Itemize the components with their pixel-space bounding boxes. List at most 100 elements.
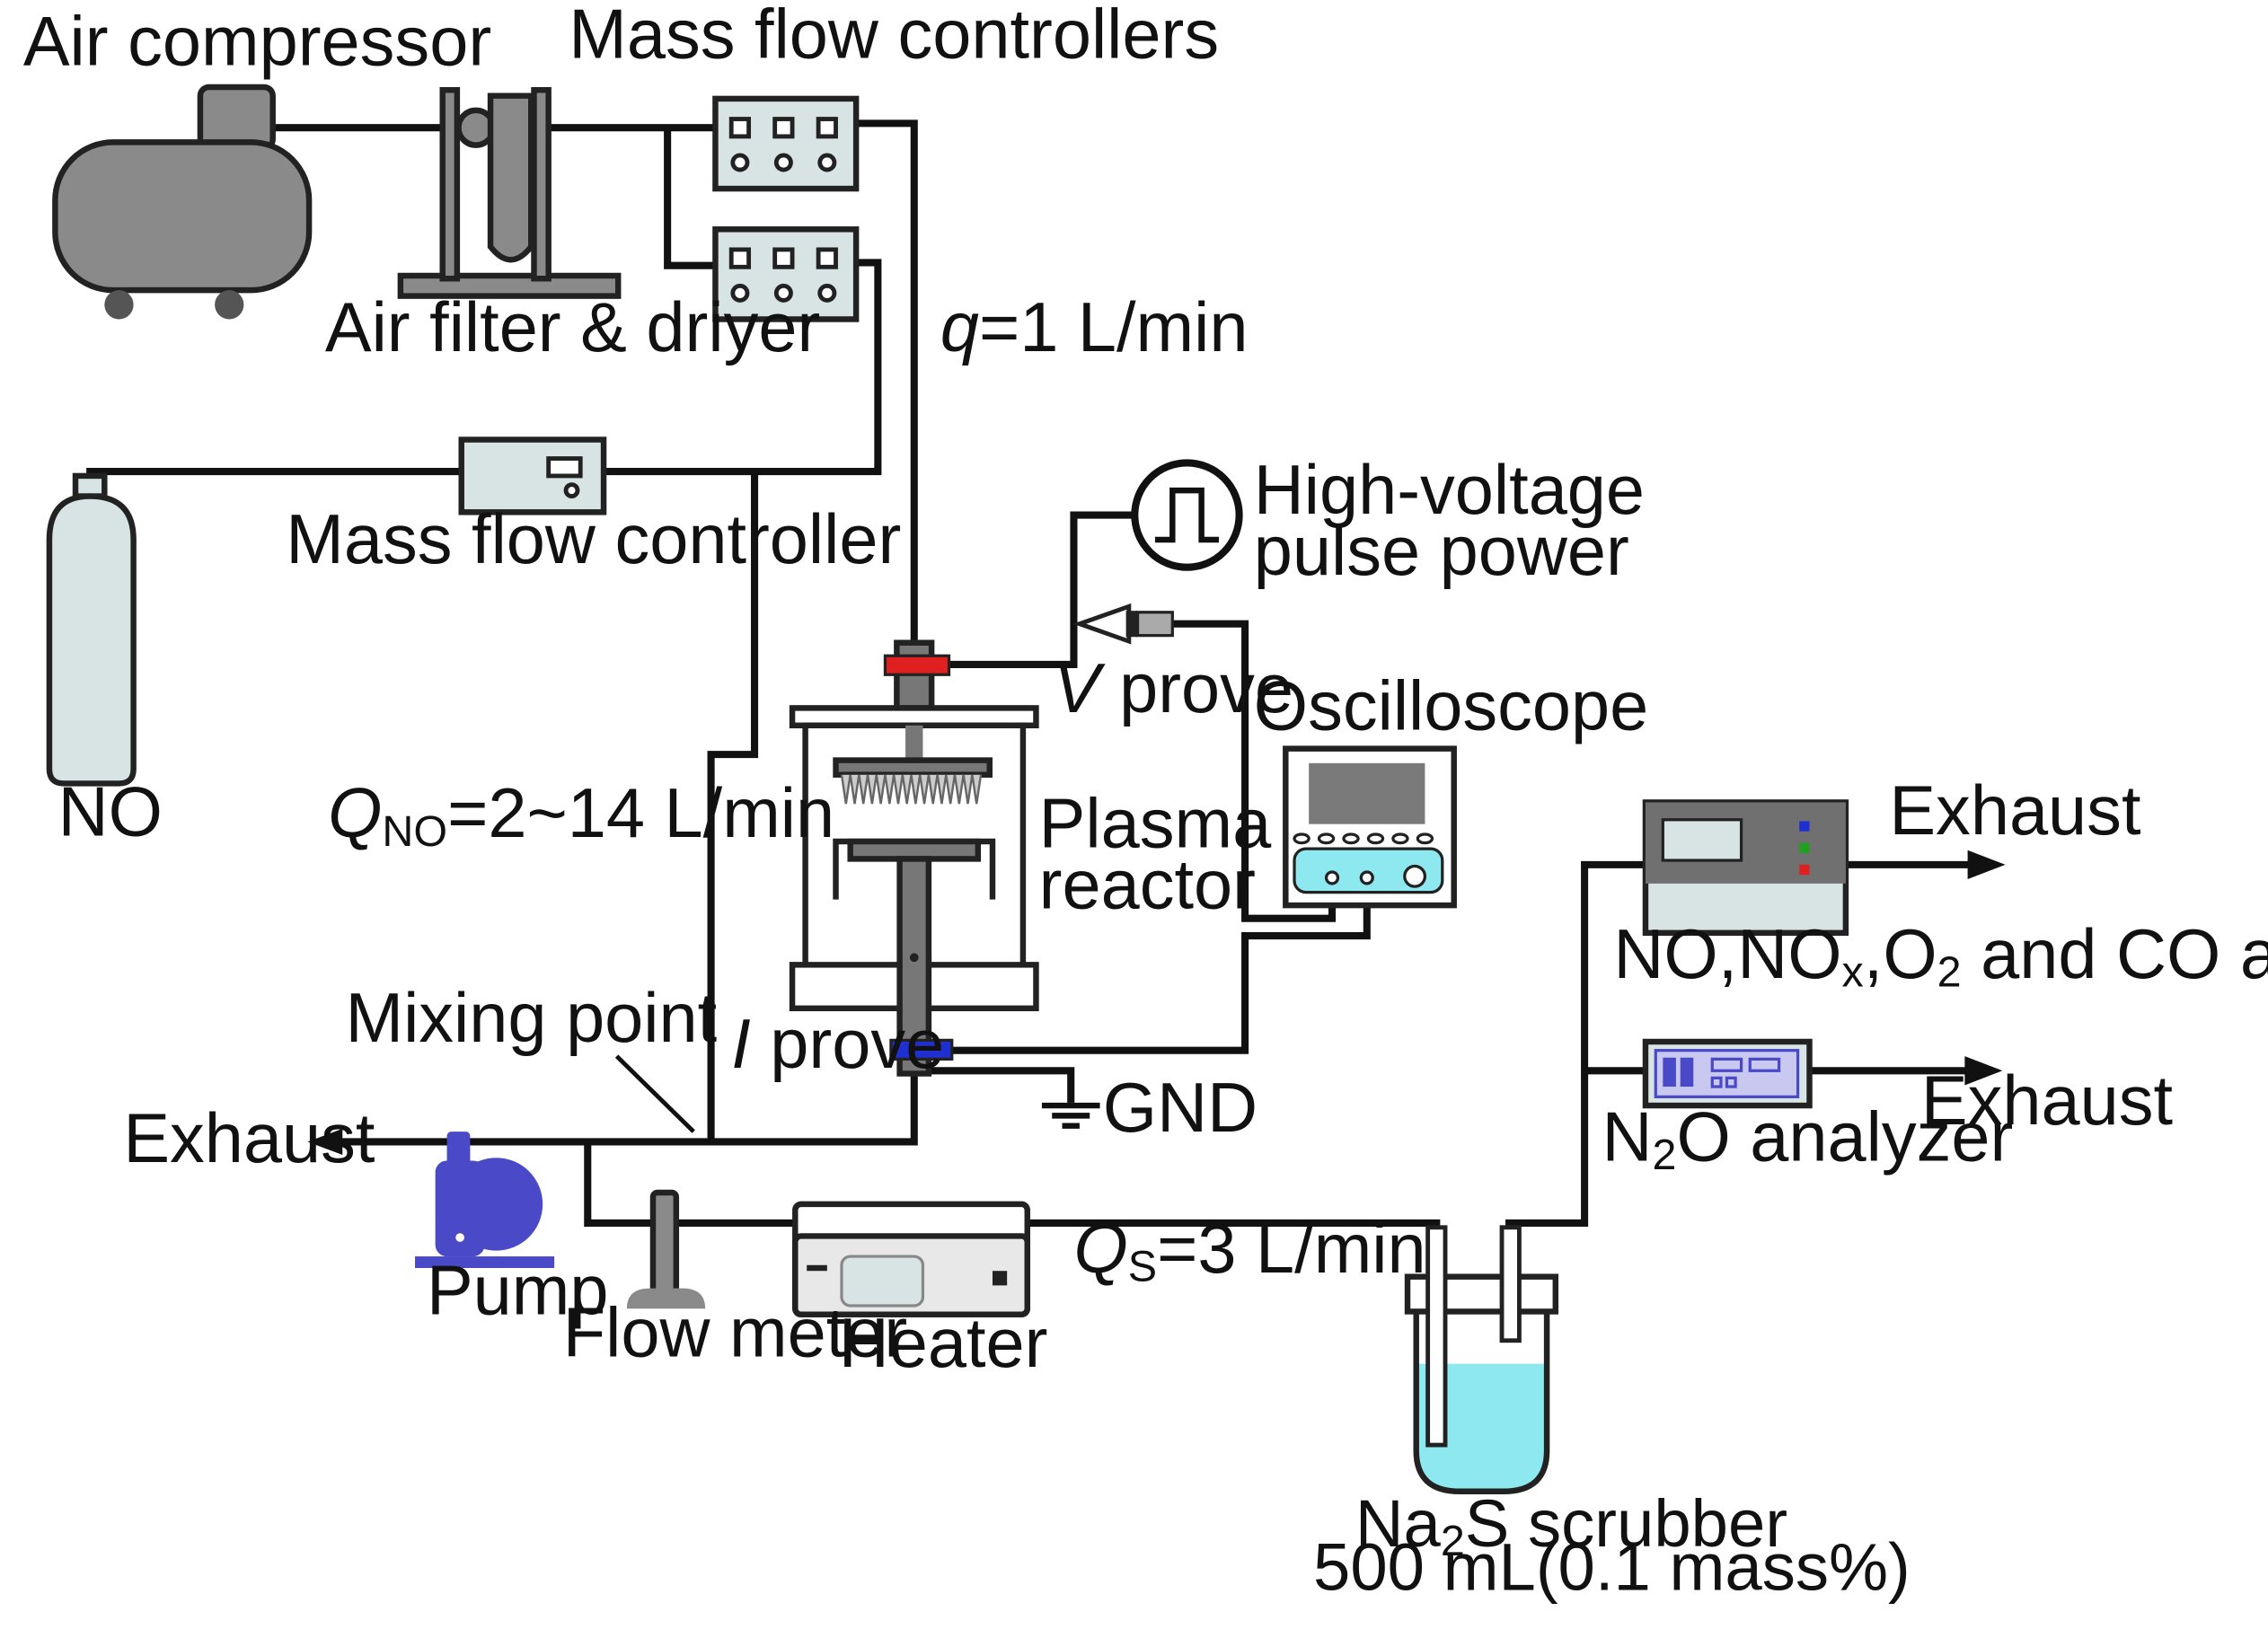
- label-pump: Pump: [427, 1253, 609, 1330]
- i-symbol: I: [731, 1006, 751, 1083]
- label-plasma-1: Plasma: [1039, 786, 1272, 863]
- analyzer1-part-a: NO,NO: [1613, 916, 1841, 993]
- filter-tube: [487, 92, 534, 263]
- mfc-lower: [712, 226, 860, 322]
- pipe-filter-mfc2: [664, 128, 716, 269]
- compressor-wheel-left: [104, 290, 134, 320]
- wire-hv-reactor: [949, 511, 1135, 668]
- n2o-analyzer: [1642, 1038, 1813, 1109]
- v-probe: [1072, 603, 1174, 645]
- ground-symbol: [1041, 1102, 1100, 1129]
- pump: [415, 1132, 555, 1268]
- mfc-lower-body: [712, 226, 860, 322]
- flow-meter-tube: [649, 1189, 680, 1298]
- analyzer1-sub-x: x: [1842, 948, 1864, 997]
- label-exhaust-top: Exhaust: [1889, 772, 2140, 850]
- label-high-voltage-2: pulse power: [1254, 513, 1629, 590]
- cylinder-body: [46, 493, 137, 787]
- analyzer1-part-b: ,O: [1864, 916, 1937, 993]
- label-air-compressor: Air compressor: [23, 4, 491, 81]
- label-mass-flow-controllers: Mass flow controllers: [569, 0, 1219, 74]
- heater: [792, 1201, 1030, 1317]
- analyzer1-part-c: and CO analyzer: [1962, 916, 2268, 993]
- flow-meter: [626, 1189, 706, 1309]
- label-plasma-2: reactor: [1039, 846, 1256, 923]
- analyzer1-display: [1661, 818, 1743, 862]
- label-q-flow: q=1 L/min: [940, 289, 1249, 366]
- label-high-voltage-1: High-voltage: [1254, 452, 1645, 529]
- label-flow-meter: Flow meter: [563, 1295, 907, 1372]
- ground-rod: [896, 856, 932, 1077]
- label-analyzer2: N2O analyzer: [1602, 1098, 2013, 1179]
- compressor-wheel-right: [215, 290, 244, 320]
- mfc-no: [458, 436, 607, 515]
- air-filter-dryer: [397, 86, 622, 299]
- qs-value: =3 L/min: [1157, 1211, 1426, 1288]
- scrubber-na: Na: [1355, 1486, 1442, 1561]
- filter-stand-left: [439, 86, 461, 282]
- label-analyzer1: NO,NOx,O2 and CO analyzer: [1613, 916, 2268, 997]
- label-exhaust-left: Exhaust: [123, 1100, 375, 1177]
- hv-electrode-connector: [883, 654, 951, 676]
- pipe-mfc2-down: [755, 259, 882, 476]
- flow-meter-base: [626, 1288, 706, 1309]
- label-mass-flow-controller: Mass flow controller: [286, 501, 901, 578]
- label-air-filter: Air filter & driyer: [325, 289, 820, 366]
- qno-value: =2~14 L/min: [447, 775, 834, 852]
- scrubber-sub: 2: [1441, 1517, 1465, 1565]
- labels: Air compressor Mass flow controllers Air…: [23, 0, 2268, 1605]
- label-gnd: GND: [1103, 1070, 1258, 1147]
- label-heater: Heater: [839, 1305, 1048, 1382]
- no-nox-o2-co-analyzer: [1642, 799, 1849, 937]
- wire-gnd: [922, 1067, 1075, 1103]
- exhaust-top-arrow: [1967, 850, 2006, 880]
- air-compressor: [52, 84, 313, 320]
- scrubber-outlet-tube: [1499, 1225, 1522, 1343]
- label-i-probe: I prove: [731, 1006, 944, 1083]
- oscilloscope: [1283, 745, 1457, 909]
- label-scrubber-2: 500 mL(0.1 mass%): [1313, 1530, 1911, 1605]
- needle-electrodes: [840, 774, 983, 805]
- q-symbol: q: [940, 289, 979, 366]
- wire-vprobe-scope: [1172, 620, 1337, 922]
- analyzer2-sub: 2: [1652, 1131, 1676, 1179]
- label-v-probe: V prove: [1054, 650, 1293, 727]
- needle-electrode-bar: [833, 757, 993, 778]
- analyzer1-sub-2: 2: [1937, 948, 1962, 997]
- label-mixing-point: Mixing point: [345, 980, 717, 1057]
- qs-symbol: Q: [1073, 1211, 1127, 1288]
- q-value: =1 L/min: [979, 289, 1249, 366]
- qs-subscript: S: [1128, 1243, 1157, 1291]
- mixing-point-pointer: [614, 1054, 695, 1133]
- label-qno-flow: QNO=2~14 L/min: [328, 775, 834, 856]
- i-probe-connector: [889, 1038, 954, 1061]
- analyzer2-part-b: O analyzer: [1676, 1098, 2013, 1176]
- plasma-reactor: [789, 639, 1039, 1077]
- mfc-upper-body: [712, 95, 860, 192]
- scrubber-inlet-tube: [1425, 1225, 1448, 1448]
- oscilloscope-screen: [1309, 762, 1425, 824]
- pipe-no-cylinder: [86, 468, 462, 482]
- na2s-scrubber: [1404, 1225, 1559, 1495]
- wire-iprobe-scope: [951, 894, 1371, 1054]
- label-oscilloscope: Oscilloscope: [1254, 668, 1649, 745]
- v-symbol: V: [1054, 650, 1106, 727]
- label-scrubber-1: Na2S scrubber: [1355, 1486, 1787, 1565]
- analyzer2-part-a: N: [1602, 1098, 1652, 1176]
- qno-symbol: Q: [328, 775, 382, 852]
- label-qs-flow: QS=3 L/min: [1073, 1211, 1425, 1291]
- i-probe-text: prove: [751, 1006, 944, 1083]
- scrubber-bottle: [1413, 1308, 1550, 1495]
- no-gas-cylinder: [46, 472, 137, 787]
- filter-stand-right: [531, 86, 552, 282]
- label-exhaust-mid: Exhaust: [1921, 1062, 2173, 1140]
- exhaust-left-arrow: [307, 1128, 343, 1155]
- compressor-head: [197, 84, 276, 152]
- scrubber-liquid: [1416, 1363, 1548, 1492]
- pipe-mfc1-reactor: [856, 119, 918, 646]
- pipe-reactor-exhaust: [319, 1073, 918, 1146]
- mfc-upper: [712, 95, 860, 192]
- exhaust-mid-arrow: [1964, 1056, 2003, 1086]
